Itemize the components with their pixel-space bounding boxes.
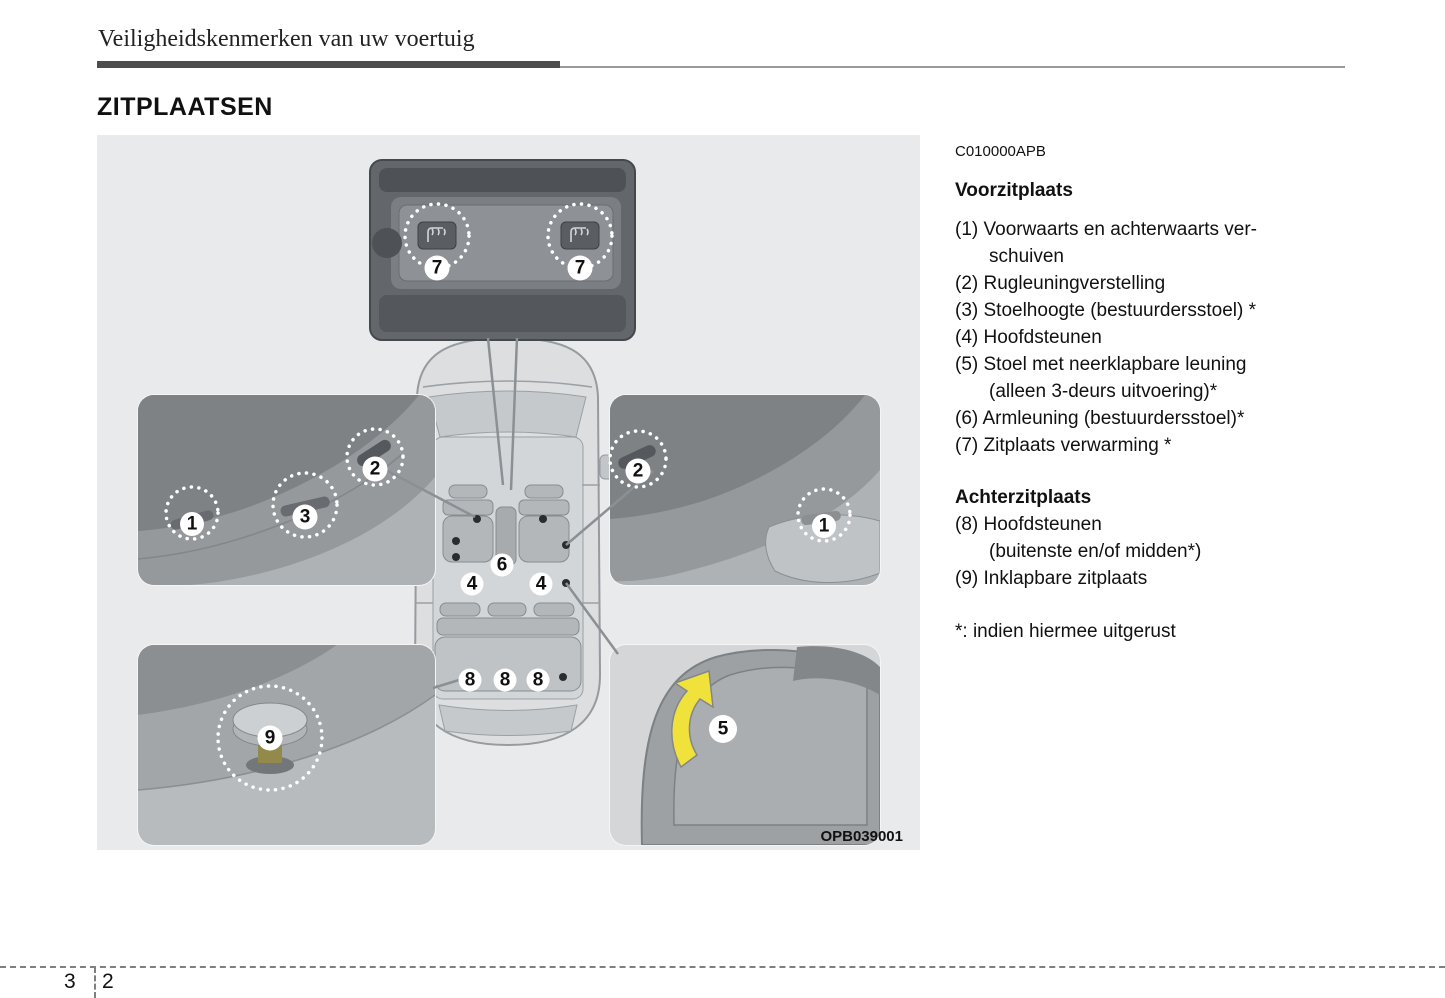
center-console-panel	[369, 159, 636, 341]
recline-lever	[618, 445, 656, 469]
recline-lever	[357, 439, 391, 467]
windshield	[428, 390, 587, 438]
callout-1-left: 1	[180, 512, 204, 536]
callout-3: 3	[292, 504, 318, 530]
callout-8-label: 8	[465, 670, 476, 691]
legend-item-1: (1) Voorwaarts en achterwaarts ver- schu…	[955, 219, 1258, 267]
callout-2-label: 2	[633, 461, 644, 482]
seats-figure: 7 7 2 3 1	[97, 135, 920, 850]
reference-code: C010000APB	[955, 143, 1046, 160]
header-rule-thin	[97, 66, 1345, 68]
callout-9: 9	[257, 725, 283, 751]
legend-item-9: (9) Inklapbare zitplaats	[955, 568, 1148, 589]
callout-4-label: 4	[536, 574, 547, 595]
callout-6: 6	[490, 553, 514, 577]
footnote: *: indien hiermee uitgerust	[955, 621, 1176, 642]
callout-8-b: 8	[493, 668, 517, 692]
footer-chapter-number: 3	[64, 970, 76, 993]
callout-2-label: 2	[370, 459, 381, 480]
callout-8-label: 8	[533, 670, 544, 691]
seat-adjusters-panel	[137, 394, 436, 586]
legend-item-8: (8) Hoofdsteunen (buitenste en/of midden…	[955, 514, 1202, 562]
section-title: ZITPLAATSEN	[97, 93, 273, 121]
heated-seat-button-right	[560, 221, 600, 250]
callout-4-label: 4	[467, 574, 478, 595]
callout-6-label: 6	[497, 555, 508, 576]
callout-5-label: 5	[718, 719, 729, 740]
figure-code: OPB039001	[820, 828, 903, 845]
footer-divider	[0, 966, 1445, 968]
callout-7-console-left: 7	[424, 255, 450, 281]
callout-2-left: 2	[362, 456, 388, 482]
callout-8-label: 8	[500, 670, 511, 691]
rear-window	[438, 704, 578, 736]
rear-seat-heading: Achterzitplaats	[955, 487, 1092, 508]
front-seat-heading: Voorzitplaats	[955, 180, 1073, 201]
callout-3-label: 3	[300, 507, 311, 528]
console-knob	[372, 228, 402, 258]
legend-item-2: (2) Rugleuningverstelling	[955, 273, 1166, 294]
legend-item-7: (7) Zitplaats verwarming *	[955, 435, 1172, 456]
legend-item-3: (3) Stoelhoogte (bestuurdersstoel) *	[955, 300, 1256, 321]
seats-diagram: 7 7 2 3 1	[97, 135, 920, 850]
callout-2-right: 2	[625, 458, 651, 484]
heated-seat-button-left	[417, 221, 457, 250]
seat-heat-icon	[427, 227, 446, 242]
callout-7-label: 7	[575, 258, 586, 279]
front-seats	[442, 484, 570, 563]
fold-arrow-icon	[671, 669, 714, 769]
header-rule-thick	[97, 61, 560, 68]
legend-item-4: (4) Hoofdsteunen	[955, 327, 1102, 348]
callout-5: 5	[709, 715, 737, 743]
legend-item-6: (6) Armleuning (bestuurdersstoel)*	[955, 408, 1245, 429]
callout-1-right: 1	[812, 514, 836, 538]
headrest-knob-panel	[137, 644, 436, 846]
callout-1-label: 1	[819, 516, 830, 537]
legend-column: C010000APB Voorzitplaats (1) Voorwaarts …	[955, 138, 1355, 645]
callout-8-a: 8	[458, 668, 482, 692]
callout-7-label: 7	[432, 258, 443, 279]
callout-badges: 7 7 2 3 1	[180, 255, 836, 751]
seat-heat-icon	[570, 227, 589, 242]
callout-1-label: 1	[187, 514, 198, 535]
folding-seat-panel	[609, 644, 881, 846]
callout-4-left: 4	[460, 572, 484, 596]
door-seat-panel	[609, 394, 881, 586]
footer-divider-vertical	[94, 967, 96, 998]
callout-rings	[164, 202, 852, 792]
callout-9-label: 9	[265, 728, 276, 749]
callout-4-right: 4	[529, 572, 553, 596]
footer-page-number: 2	[102, 970, 114, 993]
callout-8-c: 8	[526, 668, 550, 692]
legend-item-5: (5) Stoel met neerklapbare leuning (alle…	[955, 354, 1247, 402]
callout-7-console-right: 7	[567, 255, 593, 281]
chapter-title: Veiligheidskenmerken van uw voertuig	[98, 26, 475, 52]
